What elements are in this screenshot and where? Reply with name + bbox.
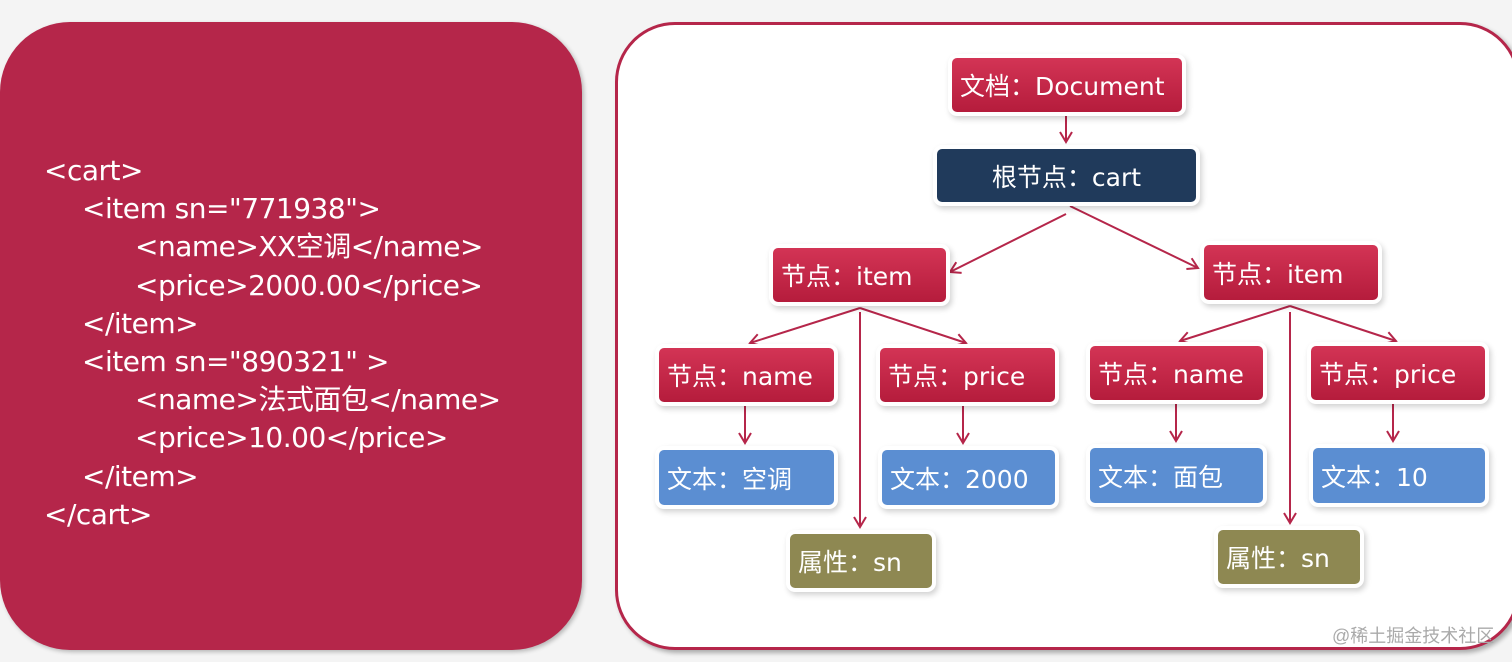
dom-tree-panel (615, 22, 1512, 650)
text-node-2: 文本：2000 (882, 450, 1055, 505)
xml-code-panel: <cart> <item sn="771938"> <name>XX空调</na… (0, 22, 582, 650)
item-node-2: 节点：item (1204, 245, 1378, 300)
code-line: <name>法式面包</name> (135, 383, 501, 417)
edge (1289, 305, 1398, 345)
edge (859, 307, 968, 347)
code-line: <price>10.00</price> (135, 421, 448, 455)
code-line: <cart> (44, 154, 143, 187)
price-node-1: 节点：price (880, 348, 1055, 402)
edge (948, 213, 1067, 274)
text-node-4: 文本：10 (1313, 448, 1485, 503)
edge (1178, 305, 1291, 345)
text-node-1: 文本：空调 (659, 450, 834, 505)
item-node-1: 节点：item (773, 248, 946, 302)
name-node-1: 节点：name (659, 348, 834, 402)
name-node-2: 节点：name (1090, 346, 1263, 400)
price-node-2: 节点：price (1311, 346, 1485, 400)
attribute-node-1: 属性：sn (790, 534, 932, 588)
code-line: <price>2000.00</price> (135, 268, 483, 302)
xml-code: <cart> <item sn="771938"> <name>XX空调</na… (44, 152, 501, 534)
code-line: <item sn="771938"> (82, 192, 381, 226)
edge (748, 307, 861, 347)
text-node-3: 文本：面包 (1090, 448, 1263, 503)
code-line: </item> (82, 306, 199, 340)
code-line: </cart> (44, 497, 152, 531)
root-node: 根节点：cart (937, 149, 1196, 202)
code-line: <item sn="890321" > (82, 345, 389, 379)
attribute-node-2: 属性：sn (1218, 530, 1360, 584)
code-line: </item> (82, 459, 199, 493)
code-line: <name>XX空调</name> (135, 230, 483, 264)
document-node: 文档：Document (952, 58, 1182, 112)
edge (1069, 205, 1200, 271)
watermark: @稀土掘金技术社区 (1332, 626, 1495, 646)
